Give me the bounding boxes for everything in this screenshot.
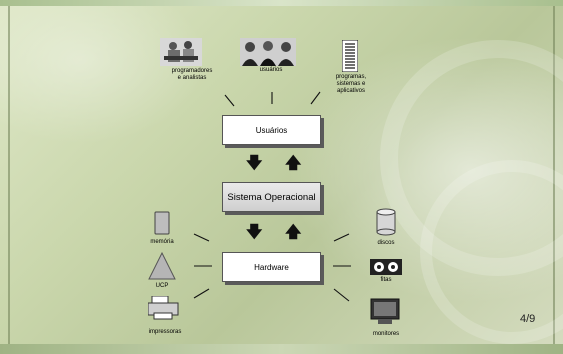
arrow-up-icon: 🡅 [285,224,302,241]
developers-photo-icon [160,38,202,66]
printers-label: impressoras [148,329,182,335]
disk-cylinder-icon [376,208,396,236]
printer-icon [148,296,179,320]
program-listing-icon [342,40,358,72]
cpu-triangle-icon [148,252,176,280]
left-border-line [8,6,10,344]
monitor-icon [370,298,400,324]
tape-icon [370,259,402,275]
disks-label: discos [377,240,395,246]
monitors-label: monitores [372,331,400,337]
users-box: Usuários [222,115,321,145]
arrow-down-icon: 🡇 [246,224,263,241]
hardware-box: Hardware [222,252,321,282]
cpu-label: UCP [155,283,169,289]
os-box: Sistema Operacional [222,182,321,212]
users-photo-icon [240,38,296,66]
arrow-down-icon: 🡇 [246,155,263,172]
users-top-label: usuários [259,67,283,73]
developers-label: programadores e analistas [171,68,213,81]
tapes-label: fitas [380,277,392,283]
programs-label: programas, sistemas e aplicativos [335,74,367,94]
bottom-band [0,344,563,354]
memory-label: memória [150,239,174,245]
top-band [0,0,563,6]
memory-icon [154,211,170,235]
page-number: 4/9 [520,313,536,325]
arrow-up-icon: 🡅 [285,155,302,172]
